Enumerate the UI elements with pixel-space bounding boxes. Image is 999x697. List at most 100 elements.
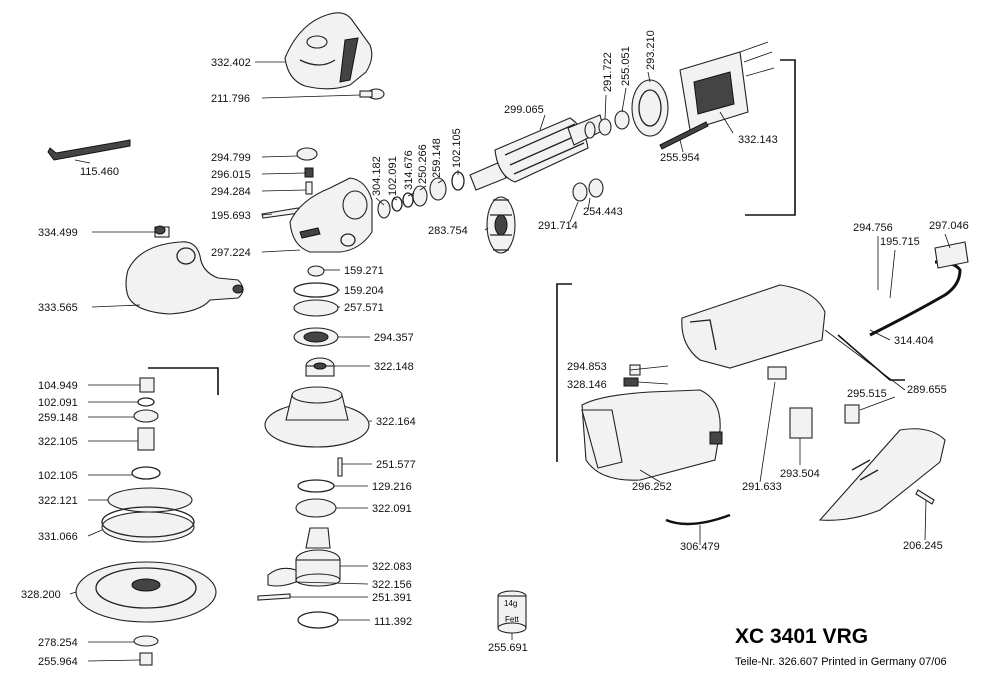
label-328200: 328.200 bbox=[21, 589, 61, 601]
label-291714: 291.714 bbox=[538, 220, 578, 232]
label-314404: 314.404 bbox=[894, 335, 934, 347]
label-306479: 306.479 bbox=[680, 541, 720, 553]
label-304182: 304.182 bbox=[371, 156, 383, 196]
label-104949: 104.949 bbox=[38, 380, 78, 392]
ring-159204-drawing bbox=[293, 282, 339, 298]
eccentric-322148-drawing bbox=[305, 357, 335, 377]
grease-can-drawing: 14g Fett bbox=[497, 590, 527, 634]
ring-257571-drawing bbox=[293, 299, 339, 317]
grease-weight: 14g bbox=[504, 599, 517, 608]
circlip-111392-drawing bbox=[297, 611, 339, 629]
shaft-322083-drawing bbox=[295, 527, 341, 587]
label-299065: 299.065 bbox=[504, 104, 544, 116]
label-159271: 159.271 bbox=[344, 265, 384, 277]
label-195715: 195.715 bbox=[880, 236, 920, 248]
label-297224: 297.224 bbox=[211, 247, 251, 259]
screw-255964-drawing bbox=[139, 652, 153, 666]
left-stack-drawing bbox=[131, 377, 161, 480]
cable-306479-drawing bbox=[665, 513, 731, 526]
pad-328200-drawing bbox=[75, 561, 217, 623]
top-cover-drawing bbox=[284, 12, 373, 90]
label-211796: 211.796 bbox=[211, 93, 250, 105]
grease-label: Fett bbox=[505, 615, 520, 624]
label-294284: 294.284 bbox=[211, 186, 251, 198]
label-251577: 251.577 bbox=[376, 459, 416, 471]
model-title: XC 3401 VRG bbox=[735, 625, 868, 648]
cap-drawing bbox=[296, 147, 318, 161]
cable-frame bbox=[837, 334, 905, 381]
screw-255954-drawing bbox=[659, 121, 709, 150]
label-254443: 254.443 bbox=[583, 206, 623, 218]
ring-255051-drawing bbox=[614, 110, 630, 130]
part-labels: 332.402 211.796 115.460 294.799 296.015 … bbox=[21, 30, 969, 668]
bushing-159271-drawing bbox=[307, 265, 325, 277]
handle-drawing bbox=[125, 225, 244, 315]
label-259148b: 259.148 bbox=[38, 412, 78, 424]
label-115460: 115.460 bbox=[80, 166, 119, 178]
rear-cover-drawing bbox=[818, 428, 946, 521]
label-294357: 294.357 bbox=[374, 332, 414, 344]
ring-291722-drawing bbox=[598, 118, 612, 136]
label-102105b: 102.105 bbox=[38, 470, 78, 482]
label-102091a: 102.091 bbox=[387, 156, 399, 196]
pin-drawing bbox=[305, 181, 313, 195]
screw-206245-drawing bbox=[915, 489, 935, 505]
label-259148a: 259.148 bbox=[431, 138, 443, 178]
gear-housing-drawing bbox=[289, 177, 373, 253]
label-159204: 159.204 bbox=[344, 285, 384, 297]
grip-housing-drawing bbox=[581, 389, 721, 481]
label-294756: 294.756 bbox=[853, 222, 893, 234]
spring-drawing bbox=[304, 167, 314, 178]
label-293210: 293.210 bbox=[645, 30, 657, 70]
lever-322156-drawing bbox=[267, 567, 297, 587]
label-332402: 332.402 bbox=[211, 57, 251, 69]
fan-drawing bbox=[486, 196, 516, 254]
gear-294357-drawing bbox=[293, 327, 339, 347]
baffle-drawing bbox=[631, 79, 669, 137]
label-333565: 333.565 bbox=[38, 302, 78, 314]
label-322083: 322.083 bbox=[372, 561, 412, 573]
label-278254: 278.254 bbox=[38, 637, 78, 649]
label-295515: 295.515 bbox=[847, 388, 887, 400]
label-283754: 283.754 bbox=[428, 225, 468, 237]
label-102091b: 102.091 bbox=[38, 397, 78, 409]
label-255051: 255.051 bbox=[620, 46, 632, 86]
label-332143: 332.143 bbox=[738, 134, 778, 146]
knob-screw-drawing bbox=[359, 88, 385, 100]
label-111392: 111.392 bbox=[374, 616, 412, 628]
screw-251391-drawing bbox=[257, 593, 291, 601]
label-251391: 251.391 bbox=[372, 592, 412, 604]
label-322156: 322.156 bbox=[372, 579, 412, 591]
washer-278254-drawing bbox=[133, 635, 159, 647]
motor-housing-drawing bbox=[681, 284, 826, 369]
switch-parts-drawing bbox=[623, 364, 860, 445]
label-296252: 296.252 bbox=[632, 481, 672, 493]
label-322105: 322.105 bbox=[38, 436, 78, 448]
bearing-254443-drawing bbox=[572, 182, 588, 202]
label-257571: 257.571 bbox=[344, 302, 384, 314]
hex-key-drawing bbox=[47, 139, 131, 161]
label-322121: 322.121 bbox=[38, 495, 78, 507]
label-255691: 255.691 bbox=[488, 642, 528, 654]
label-255964: 255.964 bbox=[38, 656, 78, 668]
armature-drawing bbox=[469, 114, 605, 191]
label-296015: 296.015 bbox=[211, 169, 251, 181]
right-assembly-frame bbox=[556, 283, 572, 462]
label-250266: 250.266 bbox=[417, 144, 429, 184]
label-331066: 331.066 bbox=[38, 531, 78, 543]
shroud-331066-drawing bbox=[101, 506, 195, 543]
left-stack-frame bbox=[148, 367, 219, 395]
part-number-subtitle: Teile-Nr. 326.607 Printed in Germany 07/… bbox=[735, 656, 947, 668]
label-322091: 322.091 bbox=[372, 503, 412, 515]
ring-gear-322121-drawing bbox=[107, 487, 193, 513]
label-297046: 297.046 bbox=[929, 220, 969, 232]
ring-129216-drawing bbox=[297, 479, 335, 493]
label-322164: 322.164 bbox=[376, 416, 416, 428]
plug-drawing bbox=[934, 241, 969, 269]
cable-drawing bbox=[869, 260, 962, 337]
stator-drawing bbox=[679, 41, 775, 131]
label-294853: 294.853 bbox=[567, 361, 607, 373]
bearing-322091-drawing bbox=[295, 498, 337, 518]
label-328146: 328.146 bbox=[567, 379, 607, 391]
label-322148: 322.148 bbox=[374, 361, 414, 373]
